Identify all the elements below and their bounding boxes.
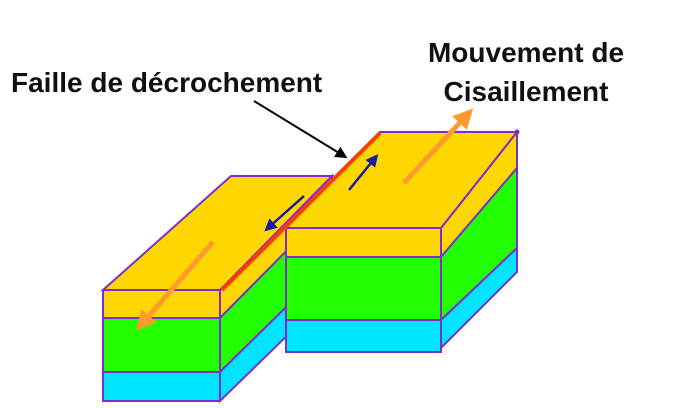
shear-arrow-right-block [402,108,474,185]
relative-motion-arrow-down [264,195,305,232]
left-block-front-green [102,317,221,373]
right-block-front-green [285,256,442,321]
shear-arrow-left-block [136,240,215,331]
fault-pointer-line [253,100,348,159]
right-block-front-yellow [285,227,442,258]
right-block-corner-dot [514,129,520,135]
shear-motion-label-line2: Cisaillement [444,76,609,107]
shear-motion-label-line1: Mouvement de [428,37,624,68]
left-block-front-cyan [102,371,221,402]
right-block [283,129,520,353]
fault-line [220,131,382,292]
fault-label: Faille de décrochement [11,67,322,98]
right-block-front-cyan [285,319,442,353]
relative-motion-arrow-up [348,154,379,191]
left-block-top-face [100,175,335,291]
